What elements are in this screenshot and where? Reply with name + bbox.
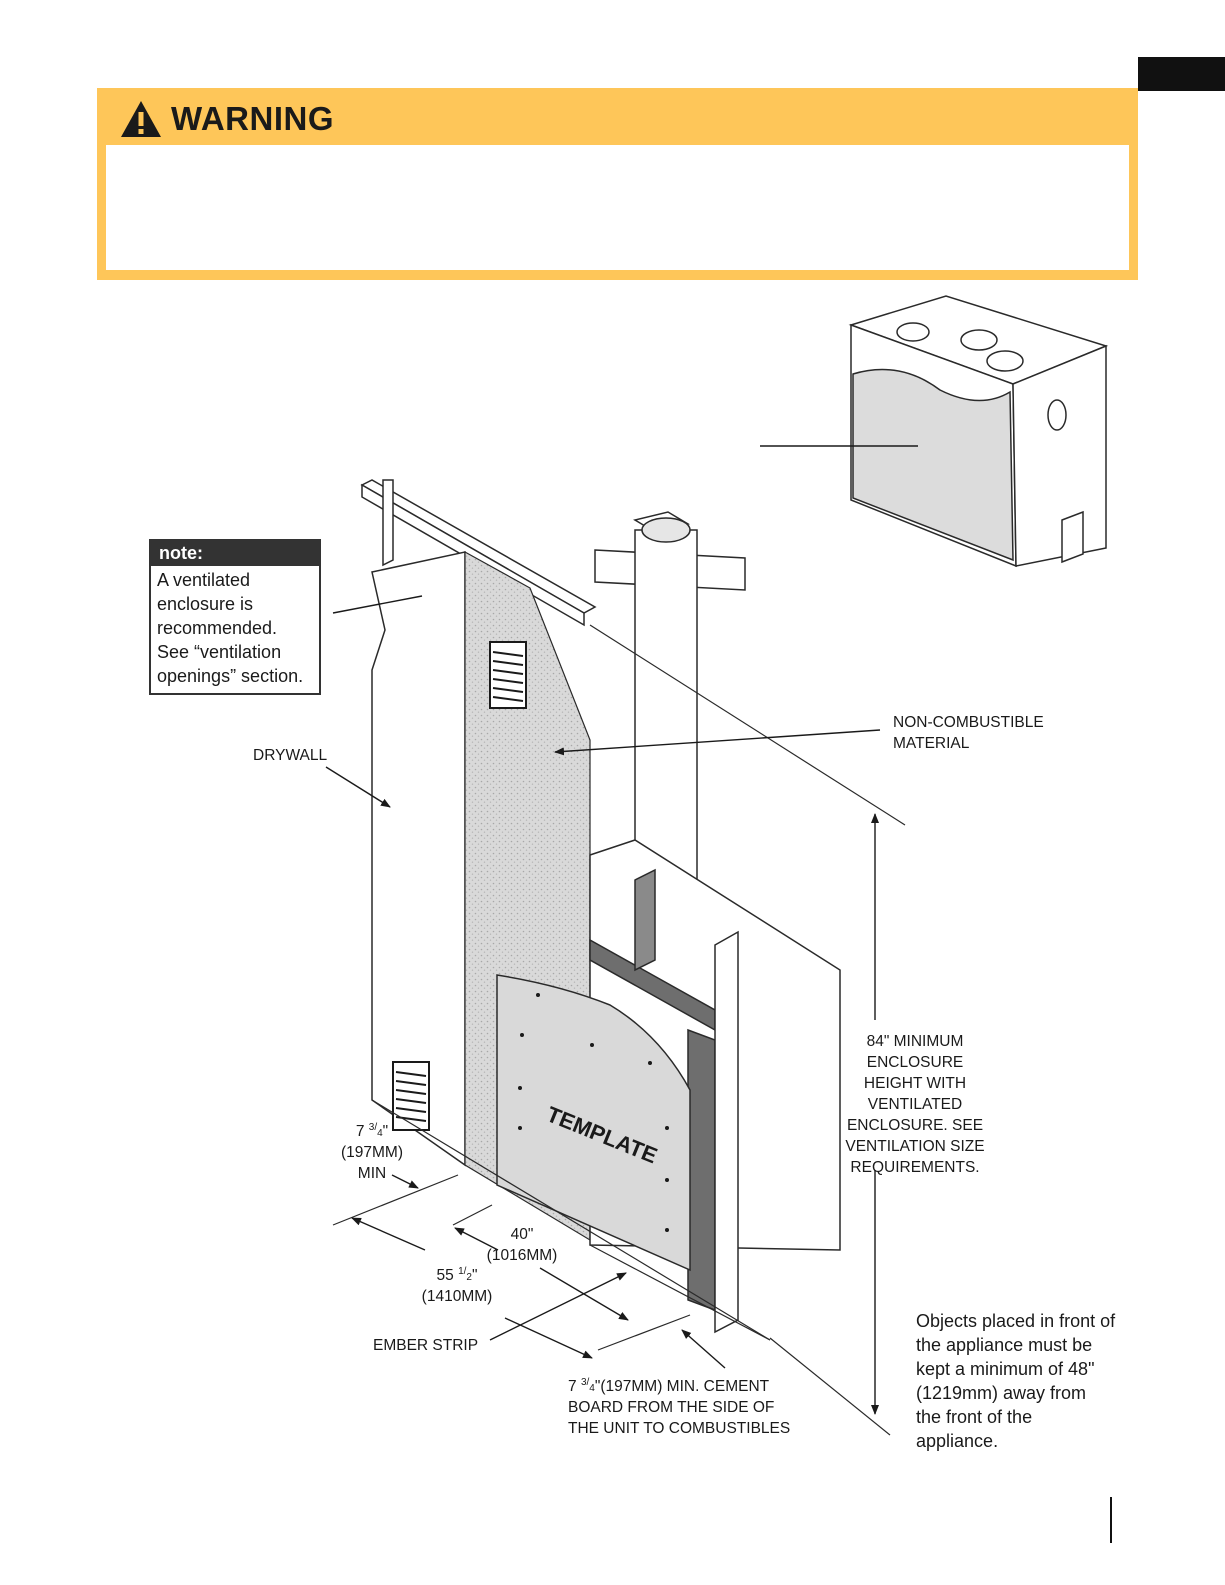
warning-box: WARNING — [97, 88, 1138, 280]
warning-header: WARNING — [119, 96, 334, 142]
svg-text:ENCLOSURE. SEE: ENCLOSURE. SEE — [847, 1117, 983, 1134]
svg-text:MIN: MIN — [358, 1165, 386, 1182]
warning-title: WARNING — [171, 100, 334, 137]
non-combustible-label-1: NON-COMBUSTIBLE — [893, 714, 1044, 731]
svg-text:(1016MM): (1016MM) — [487, 1247, 558, 1264]
page-number-rule — [1110, 1497, 1112, 1543]
svg-text:VENTILATION SIZE: VENTILATION SIZE — [845, 1138, 984, 1155]
upper-vent — [489, 641, 527, 709]
svg-text:7 3/4"(197MM) MIN. CEMENT: 7 3/4"(197MM) MIN. CEMENT — [568, 1377, 770, 1395]
svg-text:BOARD FROM THE SIDE OF: BOARD FROM THE SIDE OF — [568, 1399, 774, 1416]
cement-board-label: 7 3/4"(197MM) MIN. CEMENT BOARD FROM THE… — [568, 1377, 790, 1437]
lower-vent — [392, 1061, 430, 1131]
svg-text:REQUIREMENTS.: REQUIREMENTS. — [850, 1159, 979, 1176]
objects-clearance-note: Objects placed in front of the appliance… — [916, 1311, 1116, 1451]
svg-text:ENCLOSURE: ENCLOSURE — [867, 1054, 963, 1071]
leader-arrows — [325, 595, 881, 1415]
section-tab — [1138, 57, 1225, 91]
width-40-label: 40" (1016MM) — [487, 1226, 558, 1264]
svg-text:HEIGHT WITH: HEIGHT WITH — [864, 1075, 966, 1092]
warning-body — [106, 145, 1129, 270]
enclosure-height-label: 84" MINIMUM ENCLOSURE HEIGHT WITH VENTIL… — [845, 1033, 984, 1176]
svg-text:VENTILATED: VENTILATED — [868, 1096, 962, 1113]
fireplace-unit-illustration — [848, 295, 1109, 568]
template-sheet: TEMPLATE — [496, 974, 691, 1272]
svg-text:55 1/2": 55 1/2" — [437, 1266, 478, 1284]
warning-triangle-icon — [121, 101, 161, 137]
drywall-label: DRYWALL — [253, 747, 327, 764]
svg-text:7 3/4": 7 3/4" — [356, 1122, 388, 1140]
note-text: A ventilated enclosure is recommended. S… — [157, 570, 304, 686]
svg-text:THE UNIT TO COMBUSTIBLES: THE UNIT TO COMBUSTIBLES — [568, 1420, 790, 1437]
svg-text:(1410MM): (1410MM) — [422, 1288, 493, 1305]
ember-strip-label: EMBER STRIP — [373, 1337, 478, 1354]
svg-text:40": 40" — [511, 1226, 534, 1243]
width-55-label: 55 1/2" (1410MM) — [422, 1266, 493, 1305]
side-min-label: 7 3/4" (197MM) MIN — [341, 1122, 403, 1182]
note-box: note: A ventilated enclosure is recommen… — [149, 539, 321, 695]
non-combustible-label-2: MATERIAL — [893, 735, 970, 752]
svg-text:84" MINIMUM: 84" MINIMUM — [867, 1033, 964, 1050]
note-heading: note: — [151, 541, 319, 566]
floor-lines — [332, 624, 906, 1436]
svg-text:(197MM): (197MM) — [341, 1144, 403, 1161]
